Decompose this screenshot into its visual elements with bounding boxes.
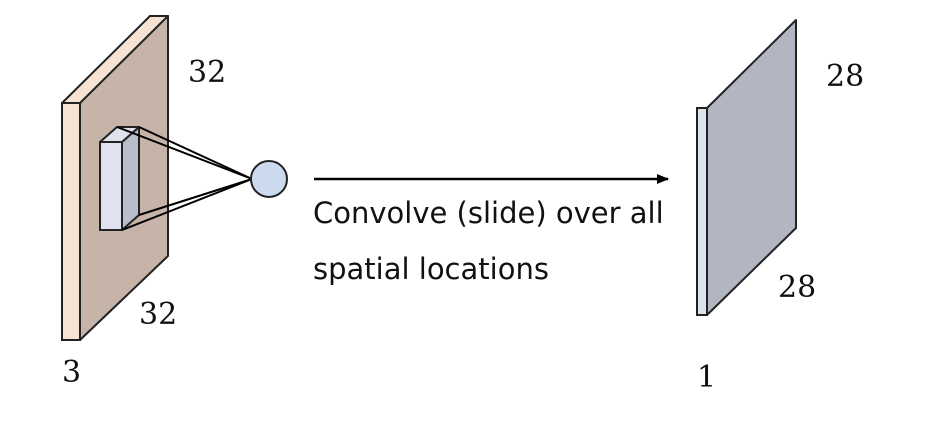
input-depth-label: 3 xyxy=(62,355,81,390)
caption-line-1: Convolve (slide) over all xyxy=(313,196,664,230)
connection-line xyxy=(138,126,253,180)
output-height-label: 28 xyxy=(826,59,864,94)
filter-connections xyxy=(116,126,253,231)
output-depth-label: 1 xyxy=(697,360,716,395)
connection-line xyxy=(116,126,253,180)
output-neuron xyxy=(250,160,288,198)
caption-line-2: spatial locations xyxy=(313,252,549,286)
input-width-label: 32 xyxy=(139,297,177,332)
filter-front xyxy=(99,141,123,231)
connection-line xyxy=(121,178,253,231)
output-width-label: 28 xyxy=(778,270,816,305)
input-volume-front xyxy=(61,102,81,341)
filter xyxy=(99,126,140,231)
activation-map xyxy=(696,19,797,316)
filter-side xyxy=(121,126,140,231)
input-height-label: 32 xyxy=(188,55,226,90)
activation-map-front xyxy=(696,107,708,316)
connection-line xyxy=(138,178,253,216)
